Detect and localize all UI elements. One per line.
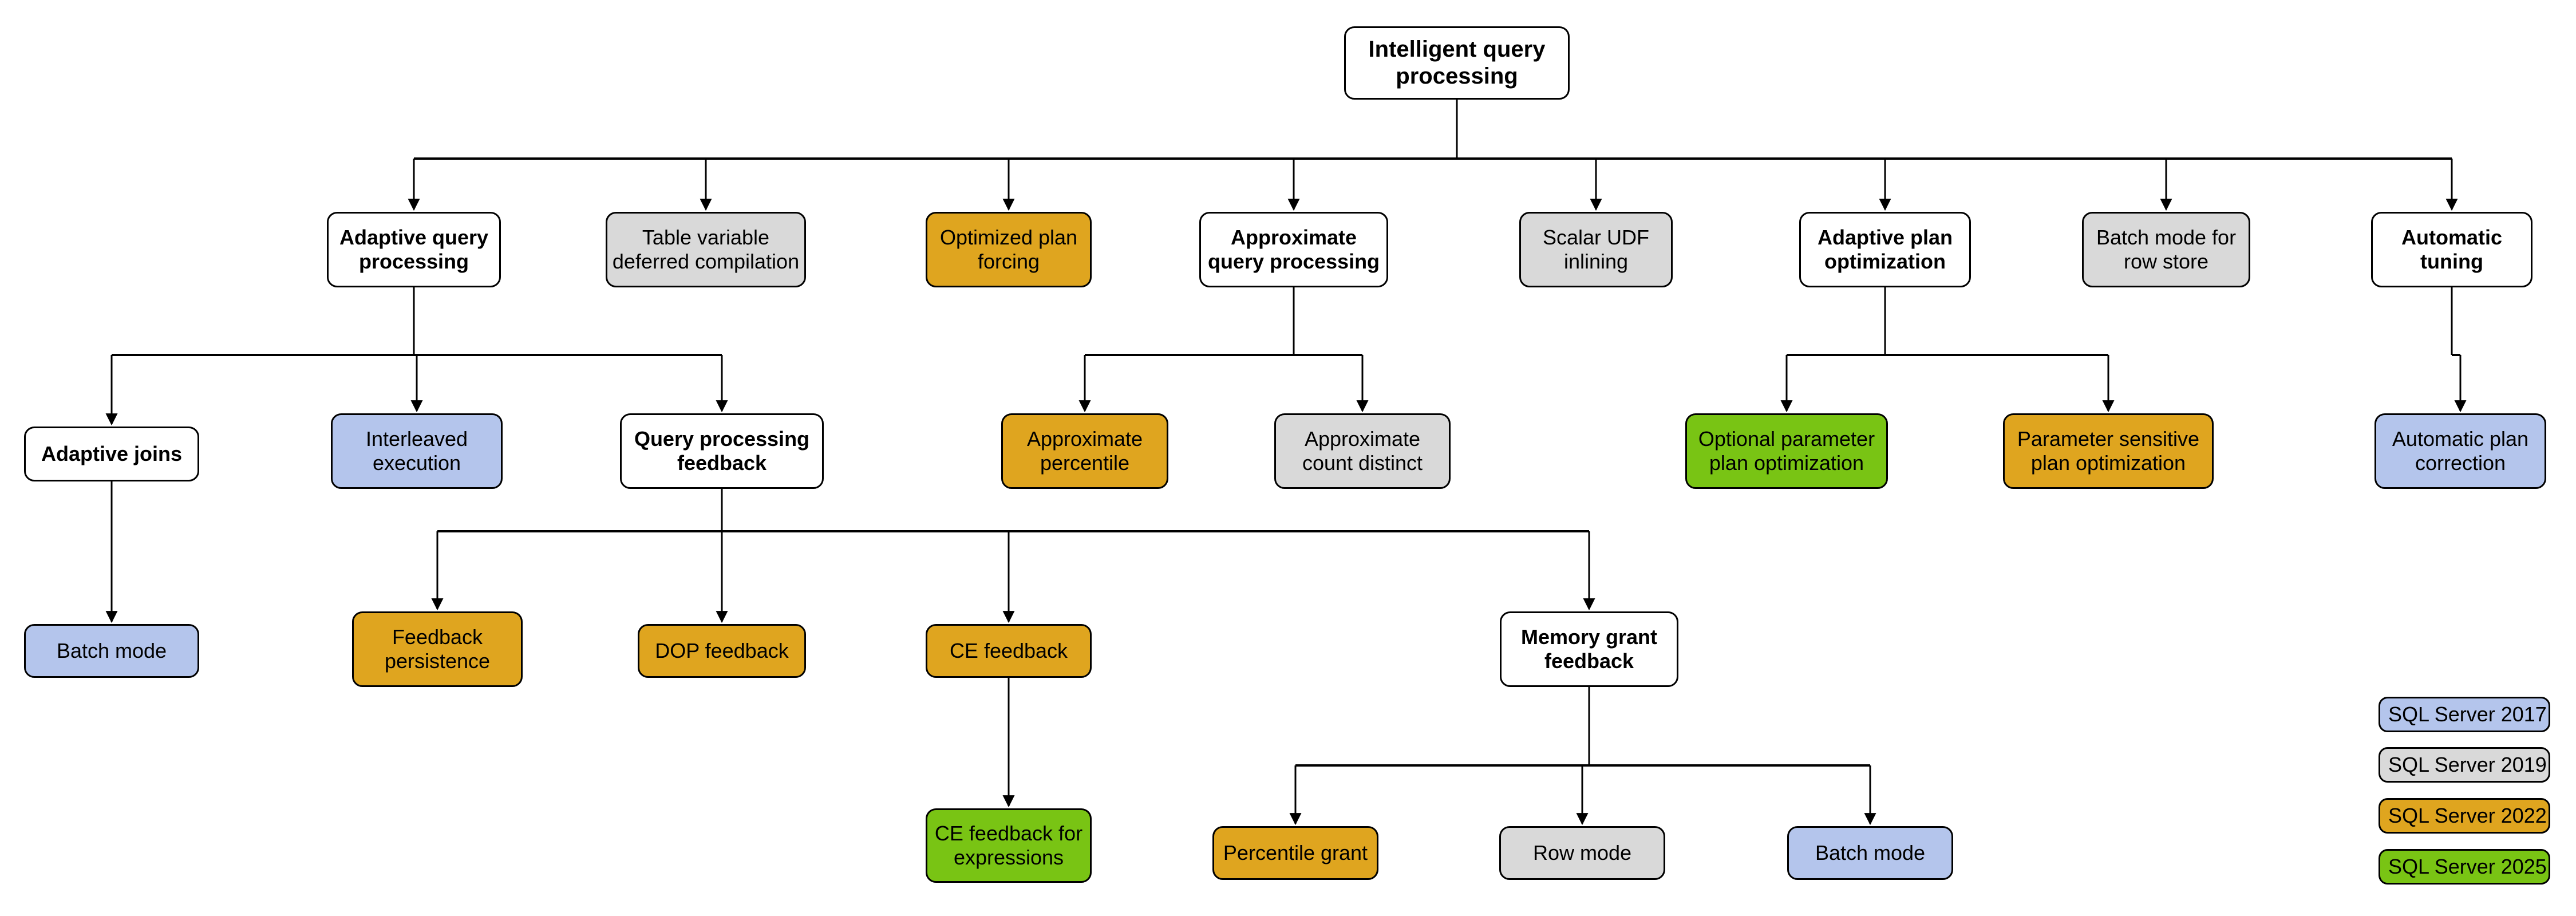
node-label: Scalar UDF inlining bbox=[1542, 225, 1650, 273]
node-label: Approximate count distinct bbox=[1302, 427, 1423, 475]
node-label: Optimized plan forcing bbox=[939, 225, 1078, 273]
node-label: Batch mode bbox=[1815, 840, 1926, 864]
node-pgrant[interactable]: Percentile grant bbox=[1212, 826, 1378, 880]
node-ajoin[interactable]: Adaptive joins bbox=[24, 427, 199, 481]
node-label: Batch mode for row store bbox=[2096, 225, 2237, 273]
node-cef[interactable]: CE feedback bbox=[926, 624, 1092, 678]
node-label: Feedback persistence bbox=[384, 625, 491, 673]
node-dopf[interactable]: DOP feedback bbox=[638, 624, 806, 678]
legend-item-sql-server-2022: SQL Server 2022 bbox=[2379, 798, 2550, 834]
node-bmrs[interactable]: Batch mode for row store bbox=[2082, 212, 2250, 287]
node-sudf[interactable]: Scalar UDF inlining bbox=[1519, 212, 1673, 287]
node-label: DOP feedback bbox=[655, 638, 789, 662]
node-label: Automatic tuning bbox=[2401, 225, 2502, 273]
node-ilex[interactable]: Interleaved execution bbox=[331, 413, 503, 489]
node-bm1[interactable]: Batch mode bbox=[24, 624, 199, 678]
node-label: Approximate percentile bbox=[1026, 427, 1143, 475]
legend-item-sql-server-2025: SQL Server 2025 bbox=[2379, 849, 2550, 885]
node-apct[interactable]: Approximate percentile bbox=[1001, 413, 1168, 489]
node-apq[interactable]: Approximate query processing bbox=[1199, 212, 1388, 287]
node-autot[interactable]: Automatic tuning bbox=[2371, 212, 2532, 287]
node-label: Automatic plan correction bbox=[2392, 427, 2529, 475]
node-apc[interactable]: Automatic plan correction bbox=[2374, 413, 2546, 489]
legend-item-sql-server-2019: SQL Server 2019 bbox=[2379, 747, 2550, 783]
legend-item-sql-server-2017: SQL Server 2017 bbox=[2379, 697, 2550, 732]
node-bm2[interactable]: Batch mode bbox=[1787, 826, 1953, 880]
node-rowm[interactable]: Row mode bbox=[1499, 826, 1665, 880]
node-label: Query processing feedback bbox=[634, 427, 810, 475]
node-label: Intelligent query processing bbox=[1368, 36, 1546, 89]
node-label: CE feedback bbox=[949, 638, 1068, 662]
node-label: Parameter sensitive plan optimization bbox=[2017, 427, 2200, 475]
legend-label: SQL Server 2019 bbox=[2388, 753, 2547, 776]
node-label: Memory grant feedback bbox=[1520, 625, 1658, 673]
node-cefe[interactable]: CE feedback for expressions bbox=[926, 808, 1092, 883]
node-label: Approximate query processing bbox=[1207, 225, 1380, 273]
node-qpf[interactable]: Query processing feedback bbox=[620, 413, 824, 489]
node-aqp[interactable]: Adaptive query processing bbox=[327, 212, 501, 287]
node-label: CE feedback for expressions bbox=[934, 821, 1083, 869]
node-psp[interactable]: Parameter sensitive plan optimization bbox=[2003, 413, 2214, 489]
legend-label: SQL Server 2022 bbox=[2388, 804, 2547, 827]
node-label: Batch mode bbox=[56, 638, 167, 662]
node-label: Optional parameter plan optimization bbox=[1698, 427, 1875, 475]
node-root[interactable]: Intelligent query processing bbox=[1344, 26, 1570, 100]
node-label: Adaptive joins bbox=[41, 441, 183, 465]
legend-label: SQL Server 2017 bbox=[2388, 702, 2547, 726]
node-acd[interactable]: Approximate count distinct bbox=[1274, 413, 1451, 489]
node-label: Row mode bbox=[1532, 840, 1632, 864]
node-label: Adaptive plan optimization bbox=[1817, 225, 1953, 273]
node-tvdc[interactable]: Table variable deferred compilation bbox=[606, 212, 806, 287]
node-label: Adaptive query processing bbox=[339, 225, 489, 273]
legend-label: SQL Server 2025 bbox=[2388, 855, 2547, 878]
node-label: Table variable deferred compilation bbox=[612, 225, 800, 273]
node-opf[interactable]: Optimized plan forcing bbox=[926, 212, 1092, 287]
node-fbp[interactable]: Feedback persistence bbox=[352, 611, 523, 687]
node-apo[interactable]: Adaptive plan optimization bbox=[1799, 212, 1971, 287]
node-label: Percentile grant bbox=[1223, 840, 1368, 864]
node-label: Interleaved execution bbox=[365, 427, 468, 475]
node-mgf[interactable]: Memory grant feedback bbox=[1500, 611, 1678, 687]
node-oppo[interactable]: Optional parameter plan optimization bbox=[1685, 413, 1888, 489]
